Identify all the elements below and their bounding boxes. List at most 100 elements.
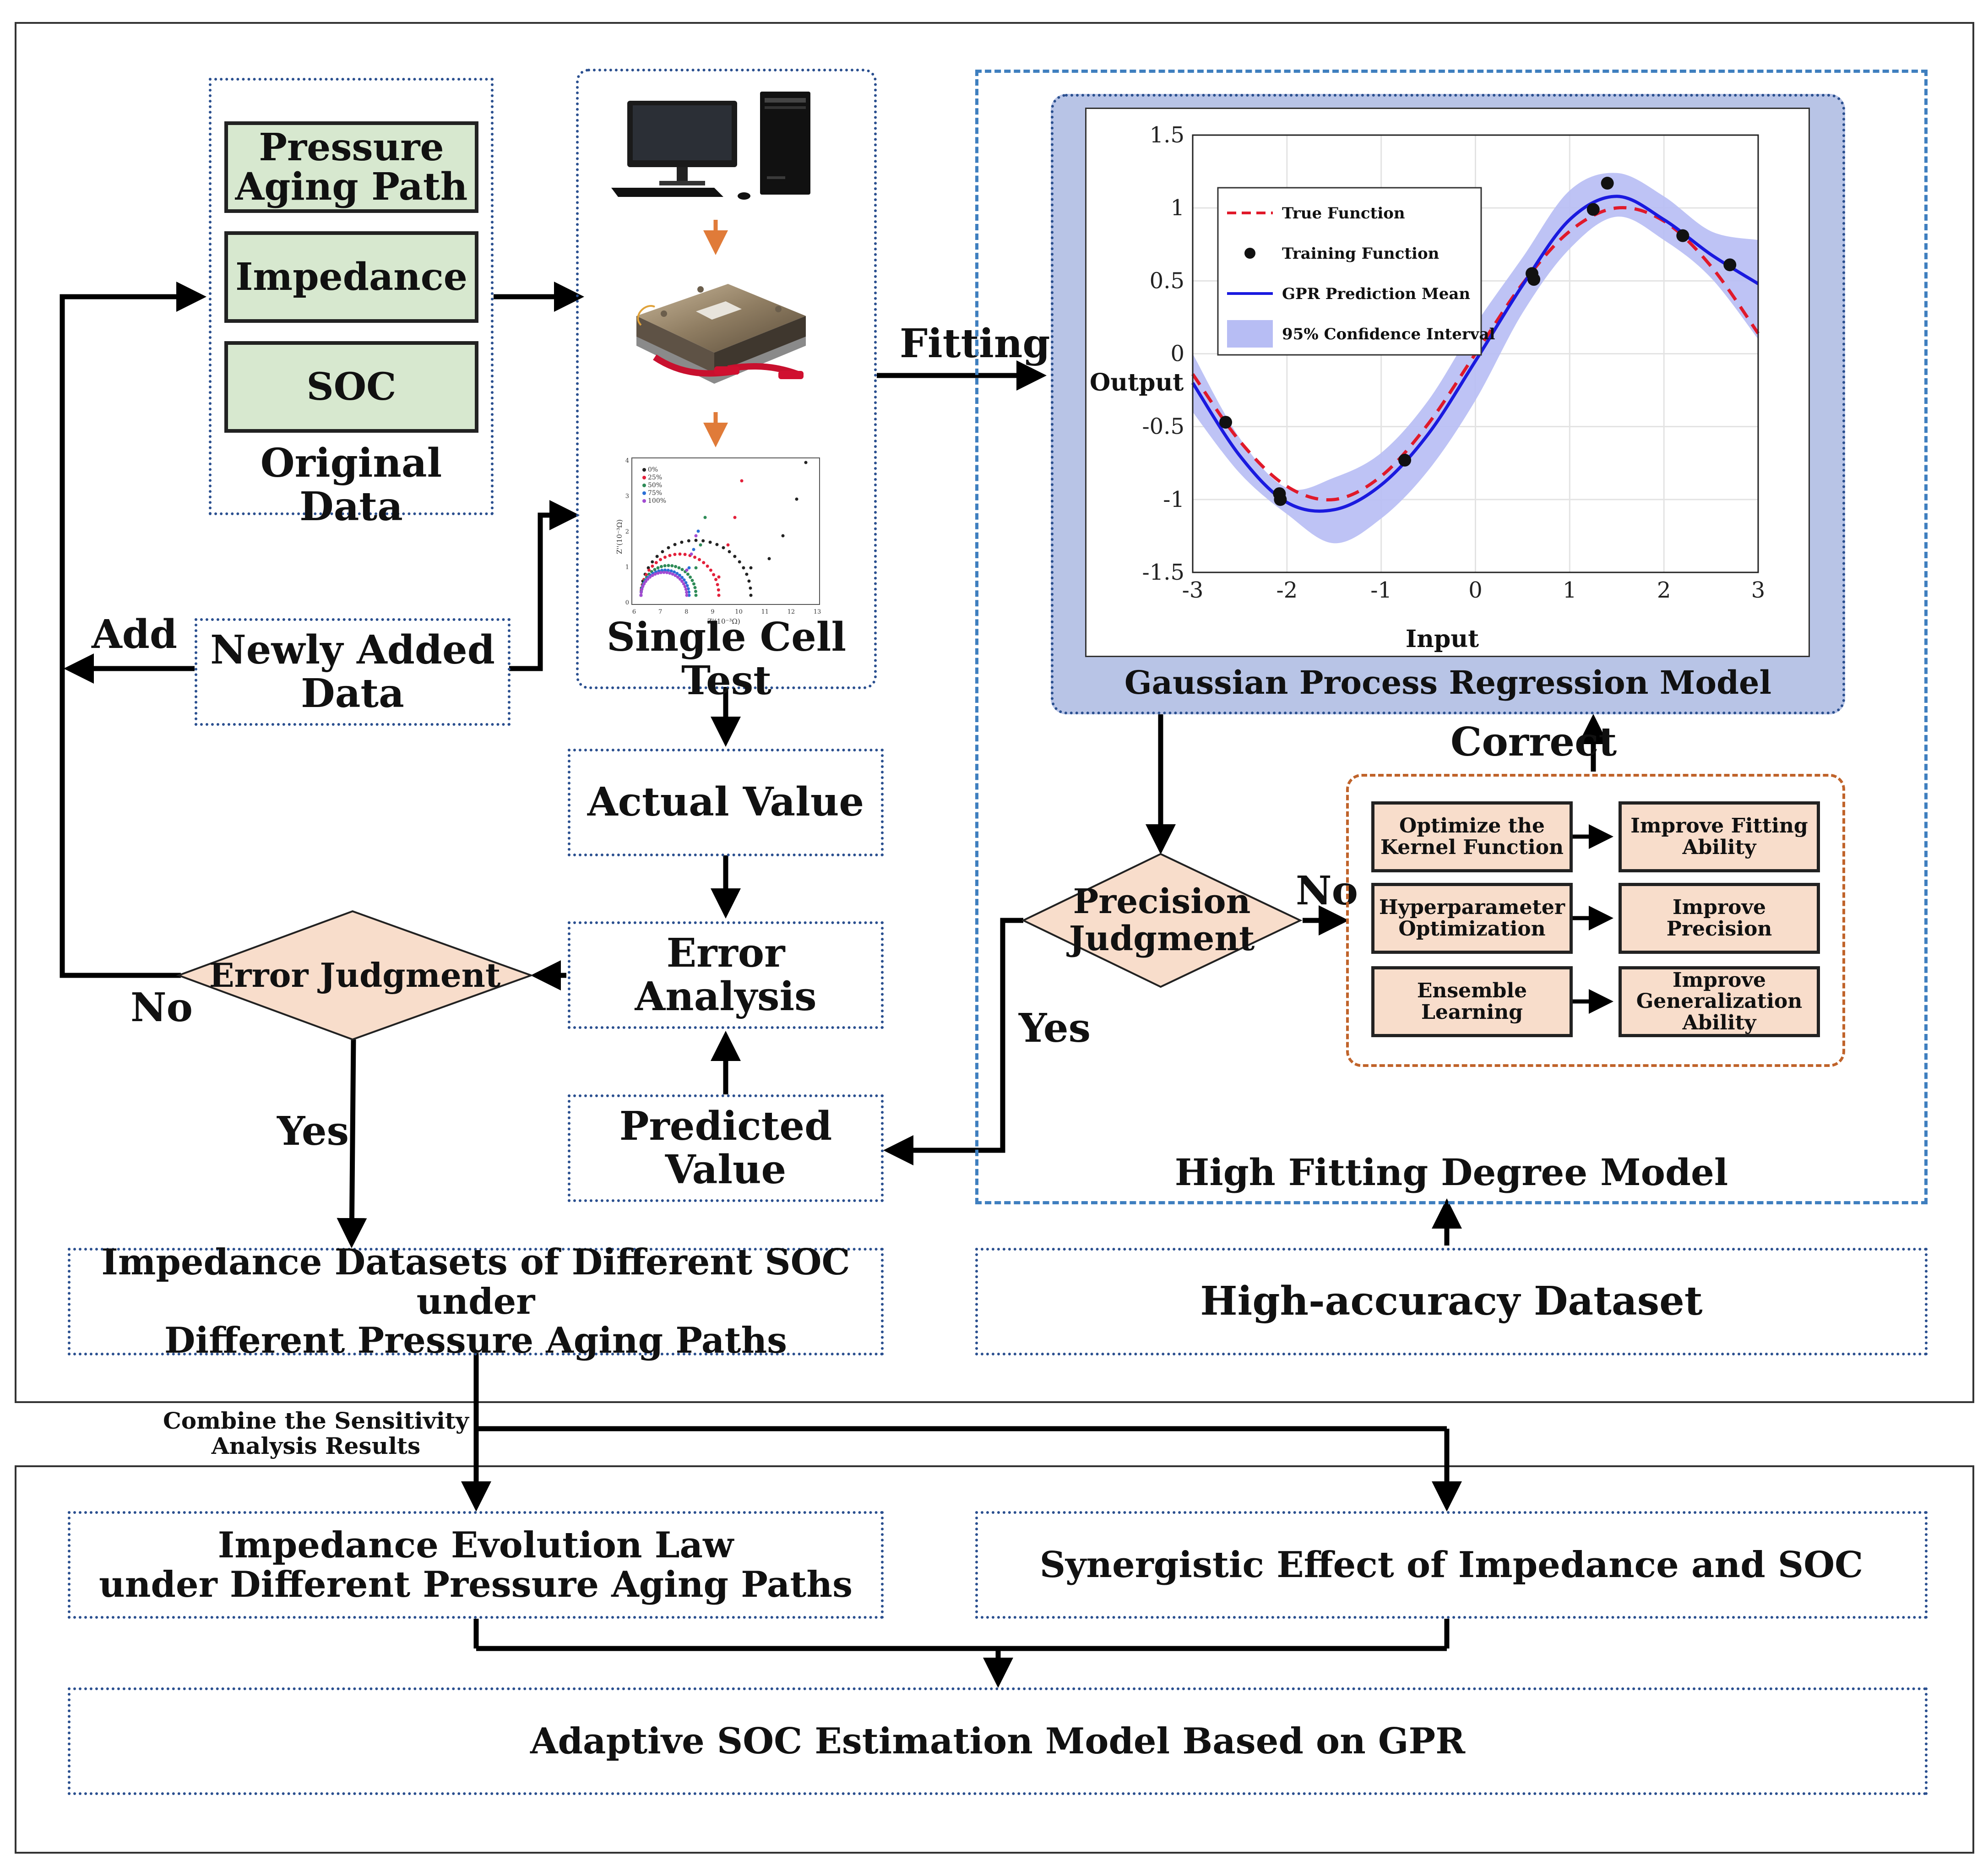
eis-point	[687, 539, 690, 543]
eis-point	[733, 555, 737, 558]
actual-value-box: Actual Value	[568, 749, 884, 856]
soc-label: SOC	[306, 364, 397, 409]
predicted-value-label: Predicted Value	[619, 1103, 832, 1193]
eis-x-tick: 10	[735, 609, 743, 615]
pressure-aging-path-box: Pressure Aging Path	[224, 121, 478, 213]
legend-swatch-band	[1227, 320, 1273, 348]
eis-point	[653, 572, 657, 576]
eis-point	[693, 555, 697, 559]
gpr-ylabel: Output	[1090, 369, 1184, 397]
eis-point	[717, 575, 721, 579]
hyperparameter-label: Hyperparameter Optimization	[1379, 896, 1565, 941]
improve-precision-box: Improve Precision	[1619, 883, 1820, 954]
training-point	[1274, 493, 1287, 506]
eis-point	[680, 580, 684, 583]
x-tick-label: 3	[1751, 577, 1765, 603]
training-point	[1723, 258, 1737, 272]
improvement-panel	[1346, 774, 1845, 1067]
evolution-law-label: Impedance Evolution Law under Different …	[99, 1524, 853, 1605]
eis-point	[646, 577, 650, 581]
gpr-model-caption: Gaussian Process Regression Model	[1124, 663, 1772, 702]
improve-generalization-box: Improve Generalization Ability	[1619, 966, 1820, 1037]
eis-point	[694, 566, 698, 570]
eis-point	[687, 593, 691, 597]
eis-point	[717, 588, 720, 592]
adaptive-soc-model-label: Adaptive SOC Estimation Model Based on G…	[530, 1720, 1466, 1762]
legend-label: True Function	[1282, 204, 1405, 223]
eis-point	[663, 555, 667, 559]
eis-legend-3: 75%	[648, 490, 662, 497]
eis-point	[694, 539, 698, 542]
eis-point	[659, 571, 663, 574]
eis-point	[667, 564, 670, 567]
error-analysis-box: Error Analysis	[568, 921, 884, 1029]
x-tick-label: -3	[1182, 577, 1204, 603]
eis-point	[690, 579, 694, 582]
eis-point	[640, 588, 644, 591]
eis-nyquist-thumbnail: 0% 25% 50% 75% 100% Z'(10⁻³Ω) Z''(10⁻³Ω)…	[615, 457, 821, 626]
legend-label: GPR Prediction Mean	[1282, 285, 1470, 303]
combine-sensitivity-text: Combine the Sensitivity Analysis Results	[163, 1407, 469, 1459]
error-judgment-diamond	[176, 910, 534, 1041]
eis-point	[712, 573, 716, 577]
eis-y-tick: 3	[625, 493, 629, 500]
eis-x-tick: 7	[658, 609, 662, 615]
eis-point	[653, 568, 657, 571]
eis-point	[659, 565, 663, 568]
newly-added-data-label: Newly Added Data	[210, 626, 495, 717]
x-tick-label: 2	[1657, 577, 1671, 603]
eis-point	[694, 534, 698, 538]
eis-point	[648, 575, 652, 579]
eis-point	[685, 593, 689, 597]
eis-point	[651, 574, 654, 577]
arrow-yes-to-datasets	[337, 1039, 367, 1248]
x-tick-label: 0	[1468, 577, 1483, 603]
eis-point	[749, 593, 753, 597]
arrow-newdata-to-test	[509, 500, 580, 671]
eis-legend-2: 50%	[648, 482, 662, 489]
eis-point	[694, 593, 698, 597]
evolution-law-box: Impedance Evolution Law under Different …	[68, 1511, 884, 1619]
adaptive-soc-model-box: Adaptive SOC Estimation Model Based on G…	[68, 1687, 1928, 1795]
kernel-function-label: Optimize the Kernel Function	[1380, 814, 1564, 859]
eis-point	[767, 557, 771, 560]
upper-section-frame	[15, 22, 1974, 1403]
eis-point	[680, 540, 684, 544]
arrow-precision-yes	[883, 918, 1023, 1165]
error-judgment-no-label: No	[130, 985, 193, 1031]
pressure-aging-path-label: Pressure Aging Path	[235, 125, 468, 209]
eis-point	[747, 579, 751, 583]
eis-point	[692, 582, 695, 586]
impedance-box: Impedance	[224, 231, 478, 323]
eis-point	[733, 516, 737, 519]
y-tick-label: 1	[1170, 195, 1184, 221]
eis-point	[670, 564, 674, 568]
impedance-datasets-label: Impedance Datasets of Different SOC unde…	[101, 1241, 850, 1362]
legend-swatch-points	[1244, 248, 1255, 259]
synergistic-effect-box: Synergistic Effect of Impedance and SOC	[975, 1511, 1928, 1619]
single-cell-test-box	[576, 69, 877, 689]
training-point	[1676, 229, 1689, 242]
legend-label: 95% Confidence Interval	[1282, 325, 1495, 343]
eis-point	[644, 573, 648, 577]
eis-point	[644, 580, 647, 583]
y-tick-label: 0	[1170, 341, 1184, 367]
gpr-xlabel: Input	[1406, 625, 1479, 653]
high-fitting-model-caption: High Fitting Degree Model	[1174, 1151, 1728, 1194]
newly-added-data-box: Newly Added Data	[195, 618, 511, 726]
eis-x-tick: 13	[814, 609, 821, 615]
eis-point	[701, 539, 705, 543]
eis-x-tick: 12	[788, 609, 795, 615]
improve-precision-label: Improve Precision	[1666, 896, 1772, 941]
eis-point	[696, 529, 700, 533]
training-point	[1527, 273, 1541, 286]
y-tick-label: 0.5	[1150, 268, 1184, 294]
precision-judgment-label: Precision Judgment	[1035, 872, 1289, 968]
actual-value-label: Actual Value	[587, 779, 864, 826]
x-tick-label: -2	[1276, 577, 1298, 603]
eis-y-tick: 1	[625, 564, 629, 571]
eis-point	[662, 571, 666, 574]
eis-point	[708, 540, 712, 544]
